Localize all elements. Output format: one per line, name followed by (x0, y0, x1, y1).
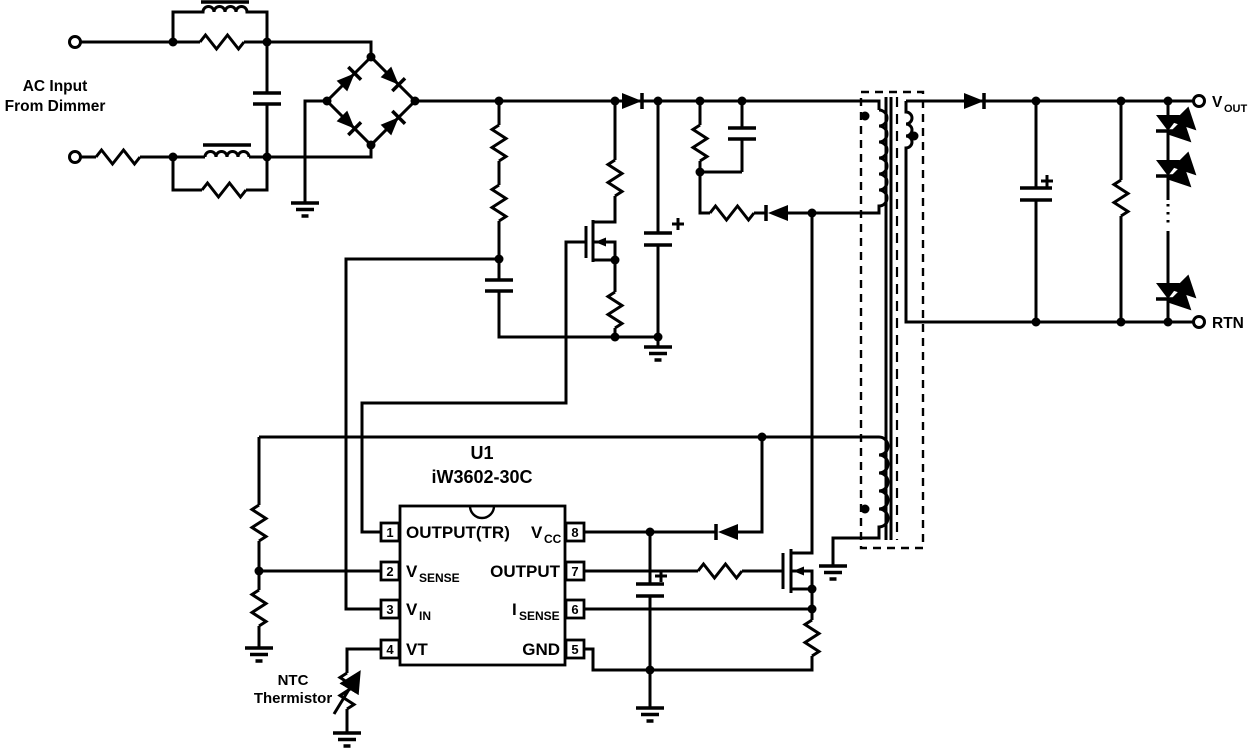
pin-number-4: 4 (386, 642, 394, 657)
divider-capacitor (485, 278, 513, 293)
pin-label-vsense: V (406, 562, 418, 581)
vsense-divider (243, 437, 381, 663)
pin-box-5 (564, 638, 586, 660)
ground-symbol (243, 646, 275, 663)
ground-symbol (331, 731, 363, 748)
vcc-supply (259, 435, 879, 670)
plus-sign (1041, 175, 1053, 187)
pin-box-4 (379, 638, 401, 660)
ic-notch (468, 505, 496, 520)
pin-number-3: 3 (386, 602, 393, 617)
pin-label-gnd: GND (522, 640, 560, 659)
ntc-thermistor: NTC Thermistor (254, 647, 381, 748)
pin-box-6 (564, 598, 586, 620)
pin-label-isense-sub: SENSE (519, 609, 560, 623)
bridge-rectifier (289, 54, 418, 218)
pin-number-7: 7 (571, 564, 578, 579)
load-resistor (1111, 178, 1131, 218)
sense-resistor (802, 618, 822, 658)
vcc-capacitor (636, 582, 664, 598)
pin-number-5: 5 (571, 642, 578, 657)
rail-diode (622, 93, 642, 109)
plus-sign (655, 570, 667, 582)
transformer (788, 90, 1193, 581)
snubber-diode (768, 205, 788, 221)
output-capacitor (1020, 186, 1052, 202)
polarity-dot (860, 504, 870, 514)
vout-label: V (1212, 94, 1223, 111)
pin-label-isense: I (512, 600, 517, 619)
pin-box-7 (564, 560, 586, 582)
aux-winding (831, 435, 890, 566)
pin-number-1: 1 (386, 525, 393, 540)
power-mosfet-stage (584, 213, 822, 723)
vcc-diode (718, 524, 738, 540)
ac-terminal-bottom (68, 150, 82, 164)
pin-number-8: 8 (571, 525, 578, 540)
output-stage (906, 93, 1193, 322)
controller-ic: 1 2 3 4 8 7 6 5 OUTPUT(TR) V SENSE V IN … (379, 443, 586, 667)
snubber-capacitor (728, 126, 756, 141)
pin-label-vin-sub: IN (419, 609, 431, 623)
ntc-arrow (332, 670, 361, 715)
led (1156, 283, 1180, 299)
startup-circuit (344, 101, 684, 611)
snubber (690, 101, 788, 223)
ground-symbol (817, 564, 849, 581)
led (1156, 160, 1180, 176)
pin-label-vcc: V (531, 523, 543, 542)
ground-symbol (642, 345, 674, 362)
output-diode (964, 93, 984, 109)
ground-symbol (634, 706, 666, 723)
pin-label-vcc-sub: CC (544, 532, 562, 546)
transformer-shield-box (859, 90, 925, 550)
terminals: AC Input From Dimmer V OUT RTN (5, 35, 1248, 332)
secondary-winding (904, 101, 1193, 324)
ic-refdes: U1 (470, 443, 493, 463)
pin-box-3 (379, 598, 401, 620)
x-capacitor (253, 91, 281, 106)
pin-label-output-tr: OUTPUT(TR) (406, 523, 510, 542)
ntc-label-line1: NTC (278, 672, 309, 689)
startup-mosfet (584, 220, 617, 262)
polarity-dot (860, 111, 870, 121)
pin-label-vsense-sub: SENSE (419, 571, 460, 585)
polarity-dot (909, 131, 919, 141)
led (1156, 115, 1180, 131)
vout-terminal (1192, 94, 1206, 108)
pin-label-vin: V (406, 600, 418, 619)
pin-number-6: 6 (571, 602, 578, 617)
rtn-terminal (1192, 315, 1206, 329)
pin-box-2 (379, 560, 401, 582)
vout-label-sub: OUT (1224, 103, 1248, 115)
pin-label-output: OUTPUT (490, 562, 561, 581)
ntc-label-line2: Thermistor (254, 690, 333, 707)
dc-rail (415, 93, 881, 110)
pin-box-8 (564, 521, 586, 543)
power-mosfet (781, 549, 814, 609)
pin-label-vt: VT (406, 640, 428, 659)
ac-input-label-line2: From Dimmer (5, 98, 106, 115)
ic-body (398, 504, 567, 667)
emi-filter (80, 0, 373, 200)
ic-part-number: iW3602-30C (431, 467, 532, 487)
rtn-label: RTN (1212, 315, 1244, 332)
ac-input-label-line1: AC Input (23, 78, 88, 95)
primary-winding (788, 108, 889, 215)
pin-box-1 (379, 521, 401, 543)
ac-terminal-top (68, 35, 82, 49)
bulk-capacitor (644, 231, 672, 247)
ground-symbol (289, 201, 321, 218)
pin-number-2: 2 (386, 564, 393, 579)
junction-dots (168, 37, 1173, 675)
led-string (1156, 101, 1197, 322)
plus-sign (672, 218, 684, 230)
